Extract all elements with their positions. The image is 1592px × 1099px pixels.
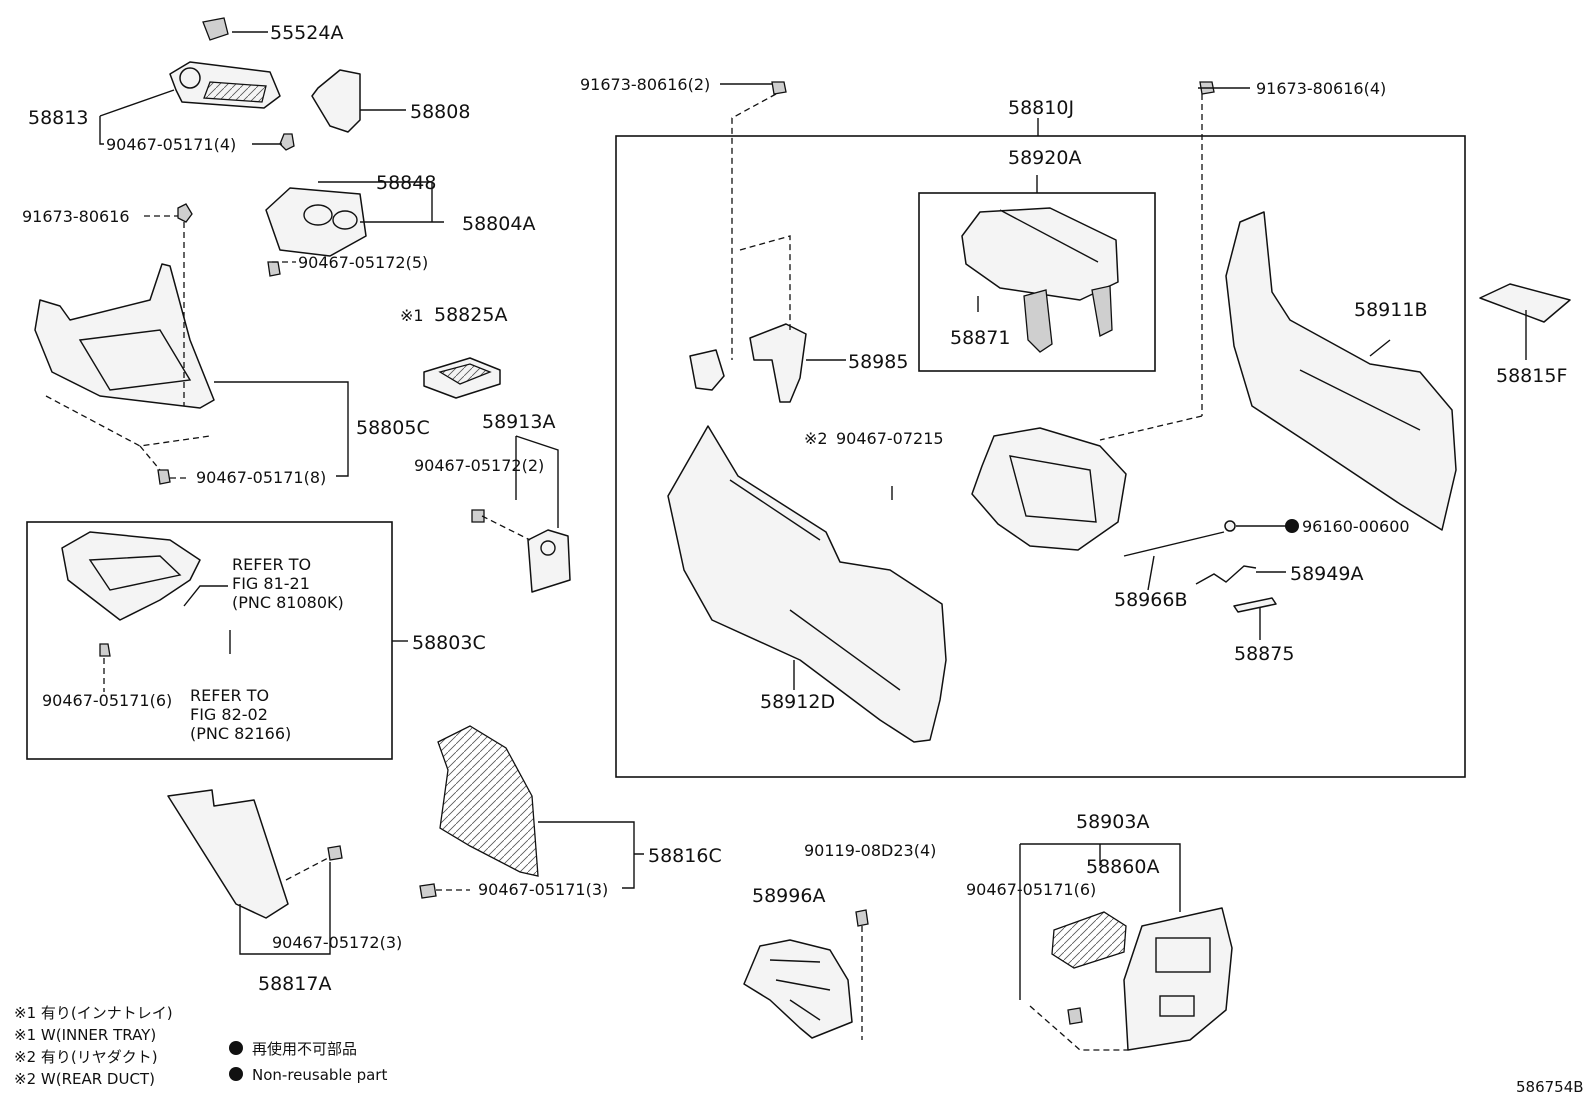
label-58805C: 58805C bbox=[356, 417, 430, 439]
part-shape-console-box bbox=[971, 427, 1127, 551]
label-58985: 58985 bbox=[848, 351, 908, 373]
label-55524A: 55524A bbox=[270, 22, 343, 44]
part-shape-55524A bbox=[202, 17, 229, 41]
ref2-line1: REFER TO bbox=[190, 686, 269, 705]
label-58920A: 58920A bbox=[1008, 147, 1081, 169]
label-96160-00600: 96160-00600 bbox=[1302, 517, 1410, 536]
part-shape-58912D bbox=[667, 425, 947, 743]
label-91673-80616-2: 91673-80616(2) bbox=[580, 75, 710, 94]
note-1-en: ※1 W(INNER TRAY) bbox=[14, 1026, 156, 1044]
part-shape-58903A bbox=[1123, 907, 1233, 1051]
label-58804A: 58804A bbox=[462, 213, 535, 235]
part-shape-58815F bbox=[1479, 283, 1571, 323]
label-90467-05171-3: 90467-05171(3) bbox=[478, 880, 608, 899]
assembly-frame-58810J bbox=[615, 135, 1466, 778]
label-58816C: 58816C bbox=[648, 845, 722, 867]
part-shape-58996A bbox=[743, 939, 853, 1039]
label-58903A: 58903A bbox=[1076, 811, 1149, 833]
part-shape-58817A bbox=[167, 789, 289, 919]
figure-id: 586754B bbox=[1516, 1078, 1584, 1096]
part-shape-58808 bbox=[311, 69, 361, 133]
legend-bullet-en bbox=[229, 1067, 243, 1081]
label-58810J: 58810J bbox=[1008, 97, 1074, 119]
label-90467-05172-3: 90467-05172(3) bbox=[272, 933, 402, 952]
label-58913A: 58913A bbox=[482, 411, 555, 433]
label-58860A: 58860A bbox=[1086, 856, 1159, 878]
legend-bullet-jp bbox=[229, 1041, 243, 1055]
label-90467-05171-4: 90467-05171(4) bbox=[106, 135, 236, 154]
label-58825A: 58825A bbox=[434, 304, 507, 326]
legend-jp: 再使用不可部品 bbox=[252, 1040, 357, 1058]
part-shape-58911B bbox=[1225, 211, 1457, 531]
ref2-line2: FIG 82-02 bbox=[190, 705, 268, 724]
note-2-jp: ※2 有り(リヤダクト) bbox=[14, 1048, 158, 1066]
label-90467-05172-2: 90467-05172(2) bbox=[414, 456, 544, 475]
part-shape-58875 bbox=[1233, 597, 1277, 613]
non-reusable-mark bbox=[1285, 519, 1299, 533]
label-58813: 58813 bbox=[28, 107, 88, 129]
label-58912D: 58912D bbox=[760, 691, 835, 713]
label-90119-08D23-4: 90119-08D23(4) bbox=[804, 841, 936, 860]
label-90467-05172-5: 90467-05172(5) bbox=[298, 253, 428, 272]
part-shape-58966B bbox=[1123, 531, 1225, 557]
mark-2-90467-07215: ※2 bbox=[804, 429, 828, 448]
label-58815F: 58815F bbox=[1496, 365, 1567, 387]
label-58949A: 58949A bbox=[1290, 563, 1363, 585]
label-90467-05171-6b: 90467-05171(6) bbox=[966, 880, 1096, 899]
label-58911B: 58911B bbox=[1354, 299, 1427, 321]
mark-1-58825A: ※1 bbox=[400, 306, 424, 325]
label-58817A: 58817A bbox=[258, 973, 331, 995]
label-58848: 58848 bbox=[376, 172, 436, 194]
label-91673-80616: 91673-80616 bbox=[22, 207, 130, 226]
part-shape-96160-00600-clip bbox=[1224, 520, 1236, 532]
part-shape-58949A bbox=[1195, 565, 1257, 585]
label-58966B: 58966B bbox=[1114, 589, 1187, 611]
ref1-line2: FIG 81-21 bbox=[232, 574, 310, 593]
note-1-jp: ※1 有り(インナトレイ) bbox=[14, 1004, 173, 1022]
label-91673-80616-4: 91673-80616(4) bbox=[1256, 79, 1386, 98]
ref1-line1: REFER TO bbox=[232, 555, 311, 574]
label-58871: 58871 bbox=[950, 327, 1010, 349]
label-90467-07215: 90467-07215 bbox=[836, 429, 944, 448]
label-90467-05171-6a: 90467-05171(6) bbox=[42, 691, 172, 710]
label-58996A: 58996A bbox=[752, 885, 825, 907]
part-shape-58860A bbox=[1051, 911, 1127, 969]
label-58808: 58808 bbox=[410, 101, 470, 123]
part-shape-58920A bbox=[961, 207, 1119, 301]
note-2-en: ※2 W(REAR DUCT) bbox=[14, 1070, 155, 1088]
part-shape-58816C bbox=[437, 725, 539, 877]
ref2-line3: (PNC 82166) bbox=[190, 724, 291, 743]
legend-en: Non-reusable part bbox=[252, 1066, 387, 1084]
part-shape-58805C bbox=[34, 263, 215, 409]
ref1-line3: (PNC 81080K) bbox=[232, 593, 344, 612]
part-shape-58803C bbox=[61, 531, 201, 621]
label-90467-05171-8: 90467-05171(8) bbox=[196, 468, 326, 487]
part-shape-58985 bbox=[689, 349, 725, 391]
label-58875: 58875 bbox=[1234, 643, 1294, 665]
label-58803C: 58803C bbox=[412, 632, 486, 654]
part-shape-58913A bbox=[527, 529, 571, 593]
part-shape-58804A bbox=[265, 187, 367, 257]
